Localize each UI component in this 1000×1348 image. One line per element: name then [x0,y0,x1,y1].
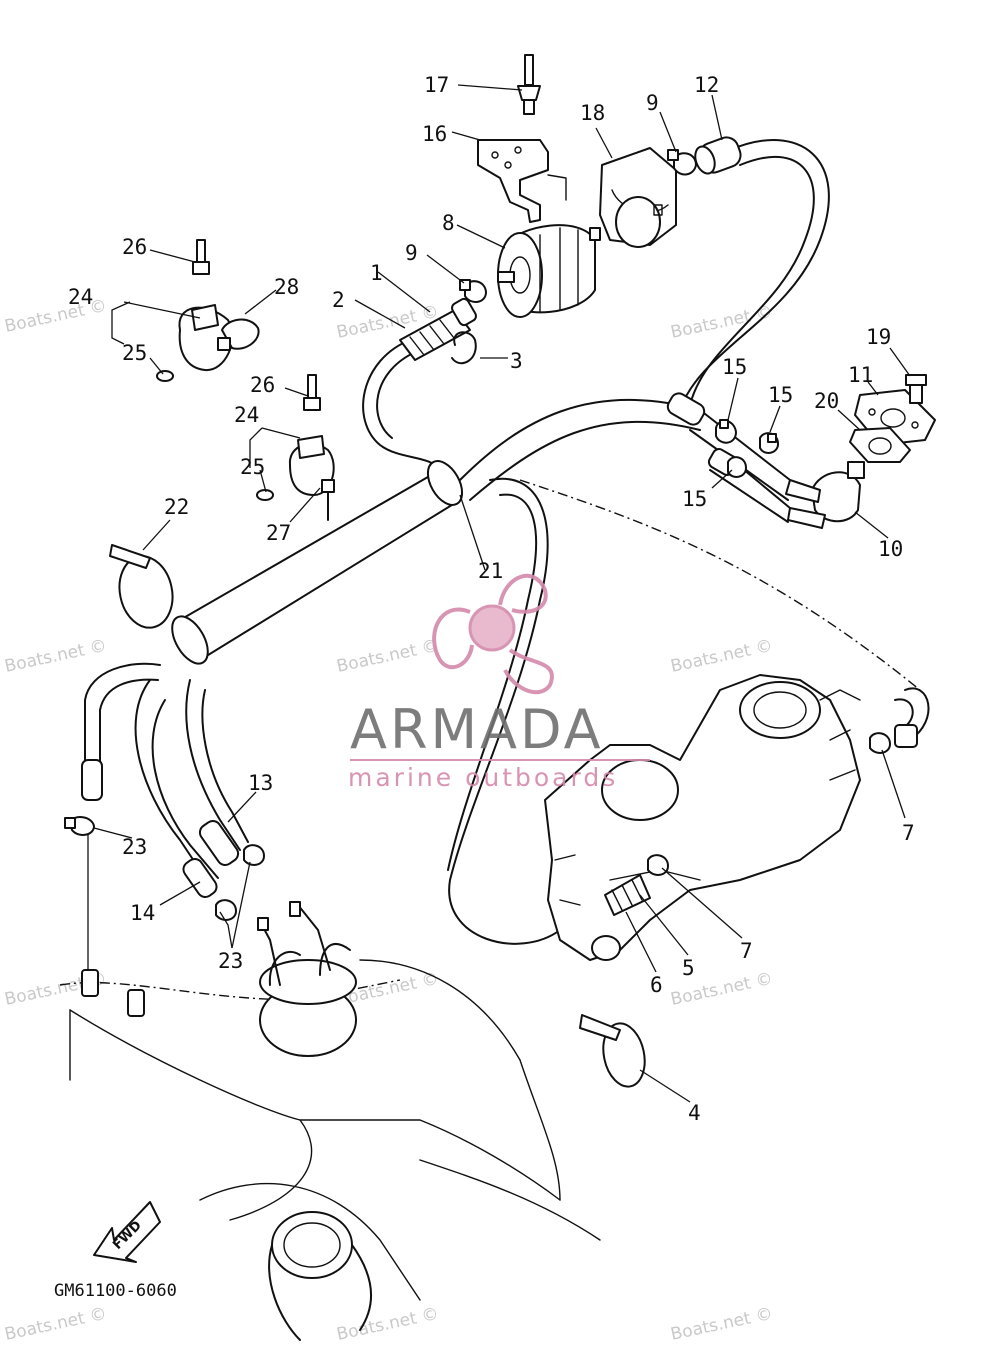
callout-labels: 1 2 3 4 5 6 7 7 8 9 9 10 11 12 13 14 15 … [68,73,915,1125]
callout-26: 26 [122,235,147,259]
clamp-9 [459,279,487,303]
callout-2: 2 [332,288,345,312]
watermark-text: Boats.net © [669,636,775,677]
clamp-assembly-lower [256,374,335,521]
clip-3 [451,331,477,365]
callout-27: 27 [266,521,291,545]
brand-tagline: marine outboards [348,763,618,792]
callout-16: 16 [422,122,447,146]
callout-13: 13 [248,771,273,795]
watermark-text: Boats.net © [335,1304,441,1345]
hose-routing [81,139,921,970]
clamps-15 [715,419,779,478]
gasket-20 [849,427,911,463]
callout-25: 25 [240,455,265,479]
callout-14: 14 [130,901,155,925]
diagram-code: GM61100-6060 [54,1281,177,1301]
leader-lines [93,84,911,1103]
callout-18: 18 [580,101,605,125]
band-clamp-4 [579,1014,646,1088]
callout-22: 22 [164,495,189,519]
callout-26: 26 [250,373,275,397]
clamps-23 [64,816,265,921]
callout-23: 23 [218,949,243,973]
fuel-tank [59,959,601,1341]
callout-24: 24 [234,403,259,427]
fuel-sender-unit [257,901,357,1057]
callout-15: 15 [722,355,747,379]
callout-17: 17 [424,73,449,97]
callout-28: 28 [274,275,299,299]
callout-8: 8 [442,211,455,235]
holder-18 [599,147,677,248]
callout-7: 7 [740,939,753,963]
callout-7: 7 [902,821,915,845]
callout-19: 19 [866,325,891,349]
callout-15: 15 [768,383,793,407]
brand-name: ARMADA [350,698,604,761]
watermark-text: Boats.net © [3,1304,109,1345]
callout-9: 9 [646,91,659,115]
callout-12: 12 [694,73,719,97]
callout-1: 1 [370,261,383,285]
watermark-text: Boats.net © [335,636,441,677]
callout-9: 9 [405,241,418,265]
fwd-arrow: FWD [93,1201,161,1263]
callout-21: 21 [478,559,503,583]
hose-2 [399,297,477,361]
callout-24: 24 [68,285,93,309]
watermark-text: Boats.net © [3,636,109,677]
callout-3: 3 [510,349,523,373]
hose-6 [604,732,891,916]
callout-11: 11 [848,363,873,387]
callout-5: 5 [682,956,695,980]
band-clamp-22 [109,544,174,629]
watermark-text: Boats.net © [669,1304,775,1345]
rivet-17 [517,54,541,115]
callout-4: 4 [688,1101,701,1125]
callout-6: 6 [650,973,663,997]
hose-12-end [667,136,742,176]
callout-15: 15 [682,487,707,511]
bracket-16 [477,139,567,223]
clamp-assembly-upper [156,239,260,382]
fuel-filter [497,224,601,318]
callout-25: 25 [122,341,147,365]
callout-10: 10 [878,537,903,561]
callout-20: 20 [814,389,839,413]
screw-19 [905,374,927,404]
armada-logo: ARMADA marine outboards [348,573,650,792]
callout-23: 23 [122,835,147,859]
